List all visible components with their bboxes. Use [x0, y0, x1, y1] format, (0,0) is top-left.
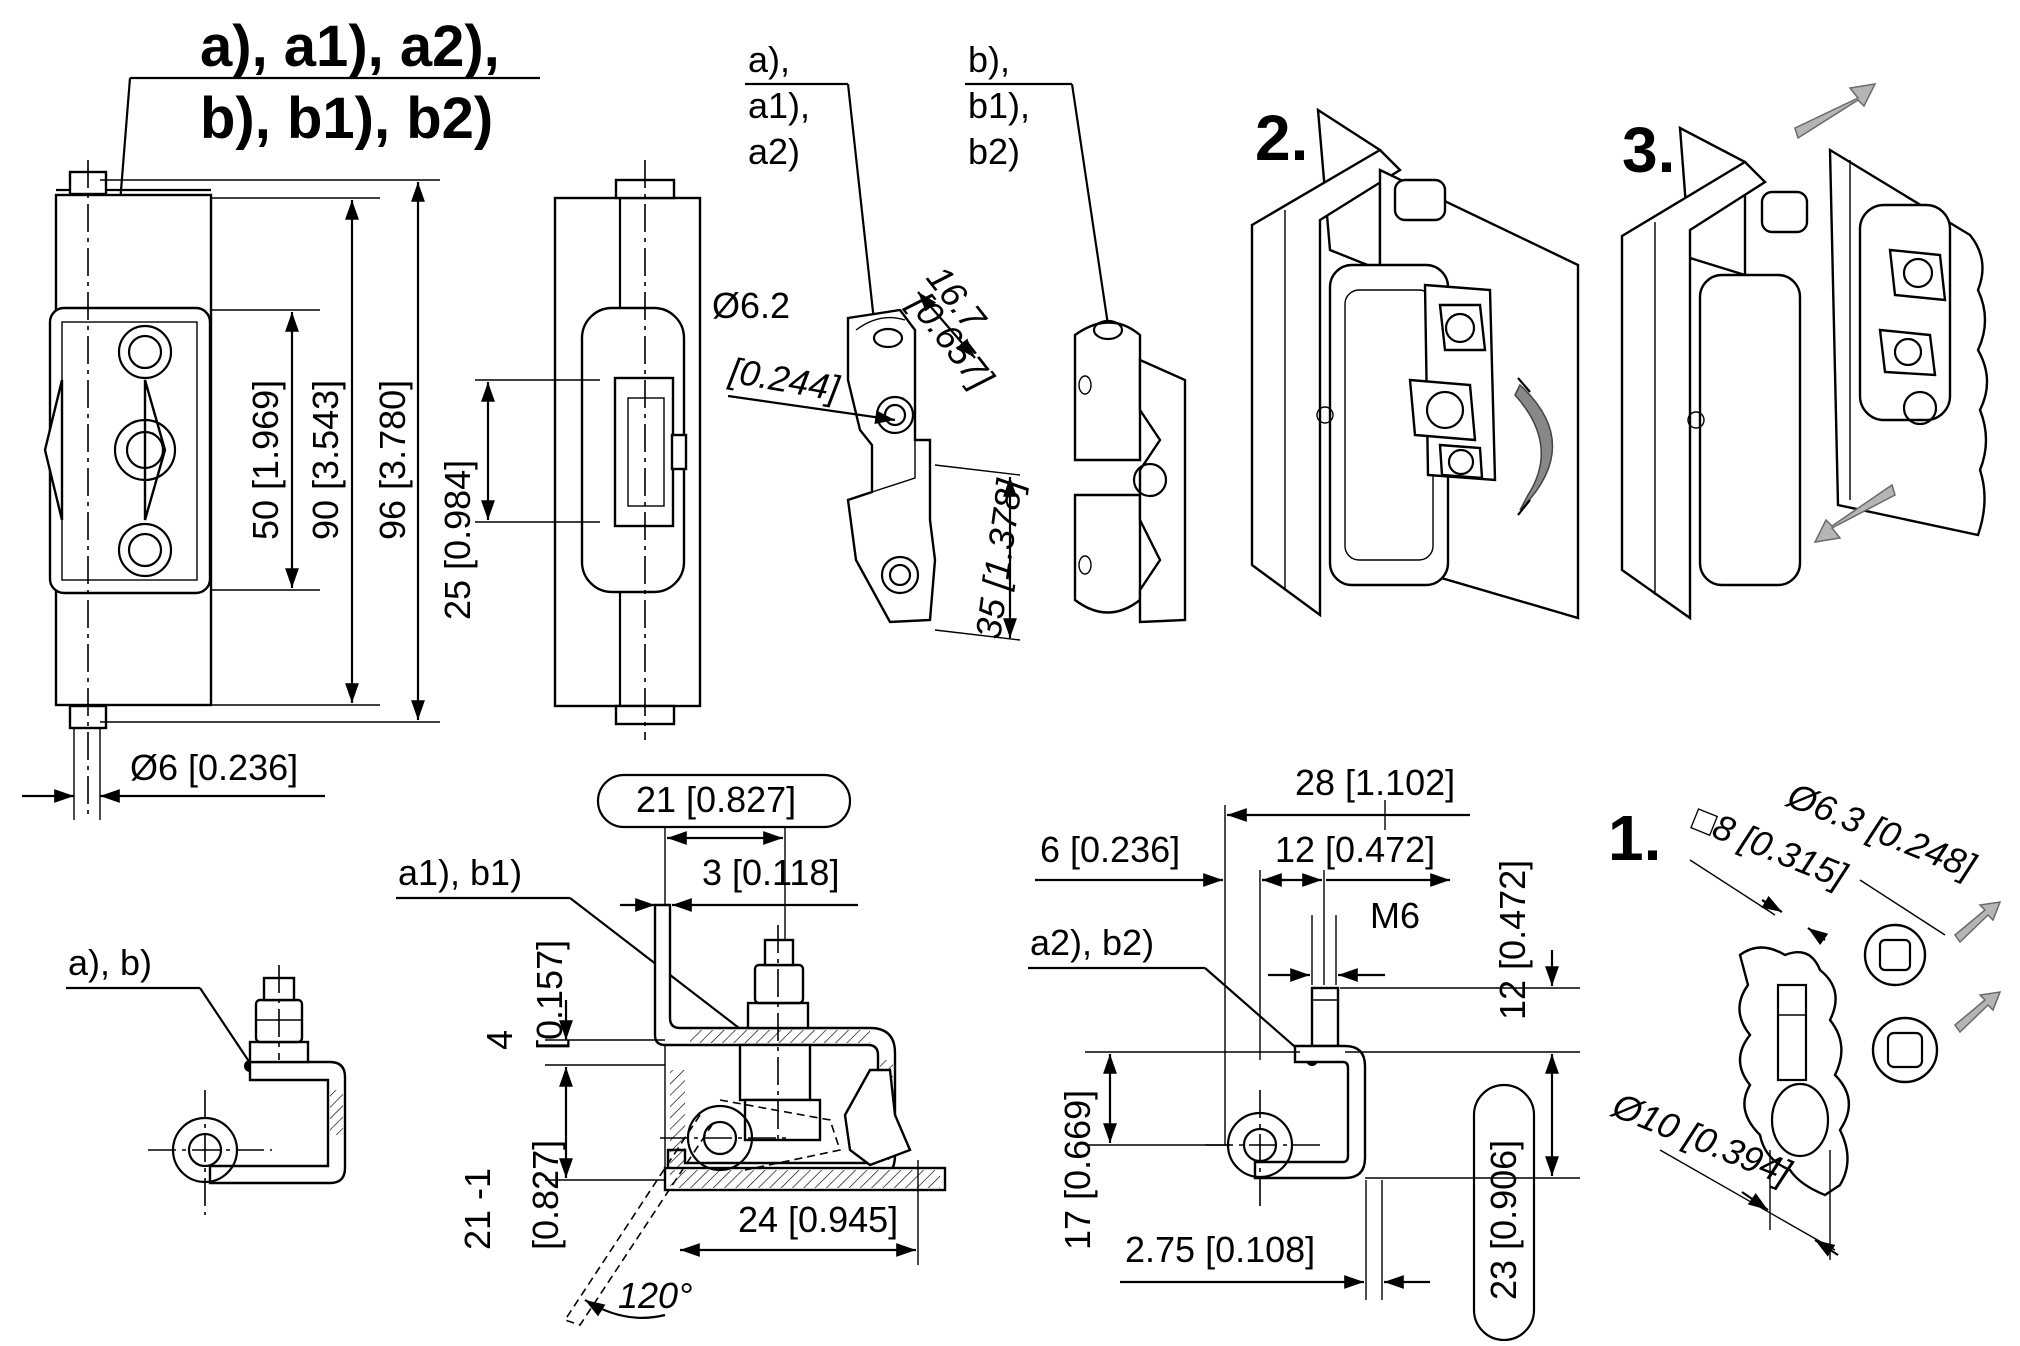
- dim-hole-6-2-inch: [0.244]: [726, 349, 844, 409]
- label-a1-b1: a1), b1): [398, 852, 522, 893]
- dim-35: 35 [1.378]: [967, 476, 1030, 641]
- dim-angle: 120°: [618, 1275, 692, 1316]
- dim-21-box: [596, 773, 852, 829]
- label-b: b),: [968, 39, 1010, 80]
- dim-m6: M6: [1370, 895, 1420, 936]
- dim-21-tol: 21 -1: [457, 1168, 498, 1250]
- variants-title-line2: b), b1), b2): [200, 86, 493, 151]
- dim-3: 3 [0.118]: [702, 852, 839, 893]
- dim-12-horizontal: 12 [0.472]: [1275, 829, 1435, 870]
- section-a-b: a), b): [66, 942, 347, 1215]
- dim-6: 6 [0.236]: [1040, 829, 1180, 870]
- label-a2-b2: a2), b2): [1030, 922, 1154, 963]
- label-a2: a2): [748, 131, 800, 172]
- step-2-label: 2.: [1255, 102, 1308, 174]
- dim-24: 24 [0.945]: [738, 1199, 898, 1240]
- variants-title-line1: a), a1), a2),: [200, 14, 500, 79]
- step-3-label: 3.: [1622, 114, 1675, 186]
- step-2-illustration: 2.: [1250, 102, 1580, 620]
- dim-23-box: [1472, 1083, 1536, 1342]
- dim-hole-6-2: Ø6.2: [712, 285, 790, 326]
- label-a: a),: [748, 39, 790, 80]
- label-a1: a1),: [748, 85, 810, 126]
- dim-12-vertical: 12 [0.472]: [1492, 860, 1533, 1020]
- dim-25: 25 [0.984]: [437, 460, 478, 620]
- side-view: 25 [0.984]: [437, 160, 702, 740]
- hinge-leaf-b: b), b1), b2): [965, 39, 1187, 624]
- section-a1-b1: 21 [0.827] 3 [0.118] a1), b1): [396, 773, 947, 1326]
- label-a-b: a), b): [68, 942, 152, 983]
- dim-50: 50 [1.969]: [245, 380, 286, 540]
- dim-4: 4: [479, 1030, 520, 1050]
- step-1-illustration: 1. □8 [0.315] Ø6.3 [0.248] Ø10 [0.394]: [1606, 774, 2002, 1260]
- dim-96: 96 [3.780]: [372, 380, 413, 540]
- label-b2: b2): [968, 131, 1020, 172]
- dim-4-inch: [0.157]: [529, 940, 570, 1050]
- dim-21-tol-inch: [0.827]: [525, 1140, 566, 1250]
- dim-28: 28 [1.102]: [1295, 762, 1455, 803]
- dim-2-75: 2.75 [0.108]: [1125, 1229, 1315, 1270]
- step-3-illustration: 3.: [1620, 83, 1989, 621]
- step-1-label: 1.: [1608, 802, 1661, 874]
- label-b1: b1),: [968, 85, 1030, 126]
- front-view: a), a1), a2), b), b1), b2) 50 [1.969] 90…: [22, 14, 540, 820]
- hinge-leaf-a: a), a1), a2) 16.7 [0.657] Ø6.2 [0.244] 3…: [712, 39, 1030, 641]
- dim-21-boxed: 21 [0.827]: [636, 779, 796, 820]
- dim-pin-diameter: Ø6 [0.236]: [130, 747, 298, 788]
- dim-23: 23 [0.906]: [1483, 1140, 1524, 1300]
- section-a2-b2: 28 [1.102] 6 [0.236] 12 [0.472] M6 a2), …: [1028, 762, 1580, 1342]
- dim-90: 90 [3.543]: [305, 380, 346, 540]
- dim-17: 17 [0.669]: [1057, 1090, 1098, 1250]
